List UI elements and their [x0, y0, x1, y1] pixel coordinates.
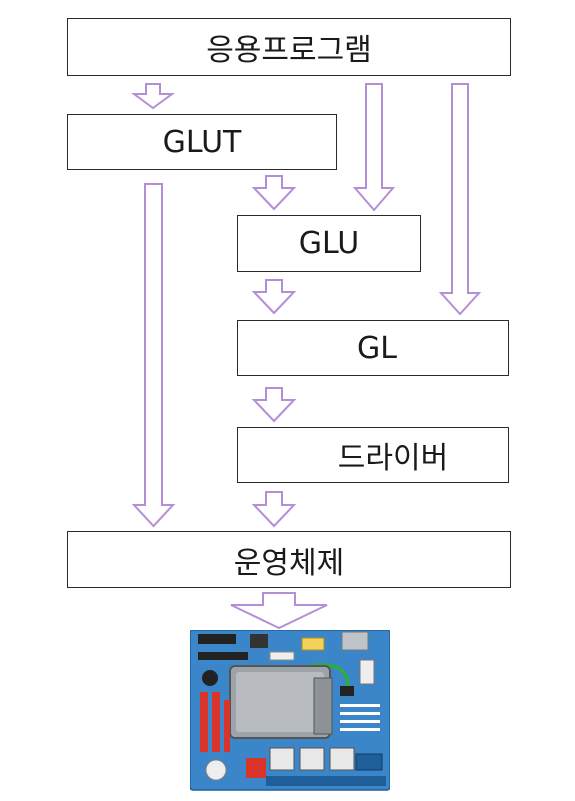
arrow-glut-to-os — [131, 183, 176, 528]
glu-box: GLU — [237, 215, 421, 272]
arrow-app-to-gl — [438, 83, 482, 316]
arrow-app-to-glu — [352, 83, 396, 212]
application-box: 응용프로그램 — [67, 18, 511, 76]
arrow-os-to-hardware — [230, 592, 328, 630]
arrow-glu-to-gl — [251, 279, 297, 315]
glu-label: GLU — [298, 226, 360, 261]
glut-label: GLUT — [162, 124, 242, 160]
gl-box: GL — [237, 320, 509, 376]
arrow-gl-to-driver — [251, 387, 297, 423]
driver-label: 드라이버 — [337, 441, 449, 476]
os-label: 운영체제 — [233, 545, 345, 581]
circuit-board-image — [190, 630, 390, 791]
gl-label: GL — [357, 330, 397, 366]
application-label: 응용프로그램 — [206, 33, 372, 68]
arrow-app-to-glut — [130, 83, 176, 110]
glut-box: GLUT — [67, 114, 337, 170]
arrow-driver-to-os — [251, 491, 297, 528]
driver-box: 드라이버 — [237, 427, 509, 483]
arrow-glut-to-glu — [251, 175, 297, 211]
os-box: 운영체제 — [67, 531, 511, 588]
